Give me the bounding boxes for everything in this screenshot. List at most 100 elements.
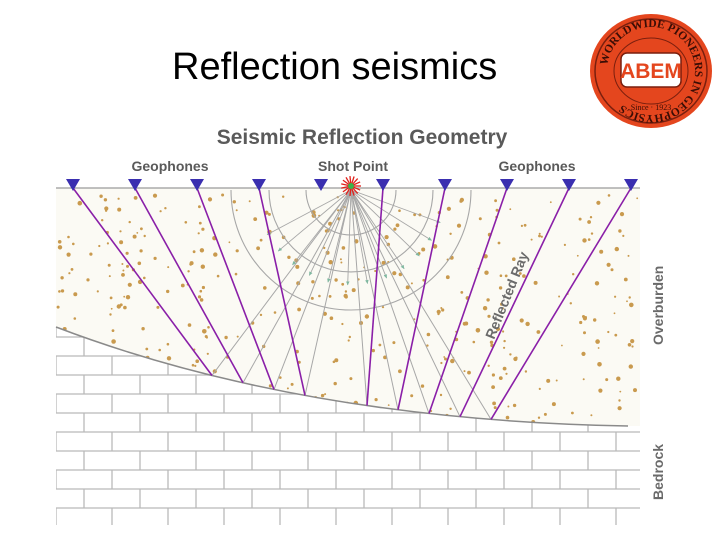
particle [156,305,160,309]
particle [607,194,611,197]
particle [125,295,131,300]
geophone-marker [314,179,328,191]
particle [618,399,621,402]
particle [502,366,507,371]
particle [216,274,220,278]
wavefront-arc [230,189,472,311]
radiating-ray [350,189,420,257]
particle [70,268,74,271]
particle [57,245,63,250]
particle [512,403,517,408]
particle [616,376,621,381]
particle [538,234,541,238]
particle [436,309,441,314]
particle [460,291,464,294]
particle [104,206,109,211]
particle [605,378,609,382]
geophones [66,179,638,191]
particle [509,208,512,211]
particle [328,295,332,298]
particle [279,376,282,379]
particle [499,274,503,278]
particle [422,278,426,282]
particle [341,322,344,326]
diagram-title: Seismic Reflection Geometry [217,126,508,149]
particle [421,247,426,252]
particle [268,384,272,388]
particle [619,212,625,217]
particle [158,348,161,352]
shot-point-burst [341,175,361,197]
particle [334,278,338,282]
reflected-ray [134,187,244,384]
radiating-ray [350,189,369,284]
geophone-marker [438,179,452,191]
particle [495,208,499,212]
particle [498,286,503,290]
particle [206,352,209,355]
particle [426,332,431,337]
particle [235,209,238,212]
particle [60,276,64,280]
geophone-marker [128,179,142,191]
particle [432,244,438,249]
particle [463,370,466,373]
particle [364,314,370,319]
particle [234,272,238,276]
particle [530,238,533,241]
particle [199,248,205,253]
particle [503,339,506,343]
particle [199,289,203,293]
particle [152,193,158,198]
particle [410,282,413,285]
particle [614,246,619,252]
particle [192,250,196,254]
particle [576,254,579,257]
particle [143,234,146,238]
particle [582,238,587,243]
particle [594,281,600,286]
wavefronts [230,189,472,311]
particle [73,317,77,320]
particle [622,234,625,237]
particle [578,217,582,221]
particle [72,242,75,246]
particle [66,252,71,257]
wavefront-arc [305,189,397,236]
particle [440,307,443,309]
particle [398,209,401,212]
particle [344,295,348,299]
particle [166,289,170,294]
particle [598,388,603,393]
particle [582,316,588,321]
radiating-ray [350,189,388,279]
particle [228,241,231,244]
particle [500,302,504,306]
particle [110,307,113,310]
incident-ray [211,189,352,376]
particle [597,362,602,367]
particle [587,220,591,224]
particle [123,305,127,310]
particle [198,221,202,225]
particle [489,340,494,344]
particle [111,339,116,344]
particle [444,357,447,361]
particle [507,405,510,408]
particle [540,235,543,238]
particle [393,227,397,231]
particle [107,263,111,267]
particle [502,330,505,333]
particle [145,347,149,351]
particle [329,316,334,321]
particle [236,335,239,338]
particle [224,335,228,340]
label-geophones-right: Geophones [498,158,575,174]
particle [392,271,397,276]
particle [341,282,345,286]
particle [543,412,547,416]
particle [487,314,491,318]
particle [340,261,343,264]
particle [589,216,593,219]
particle [551,402,556,407]
